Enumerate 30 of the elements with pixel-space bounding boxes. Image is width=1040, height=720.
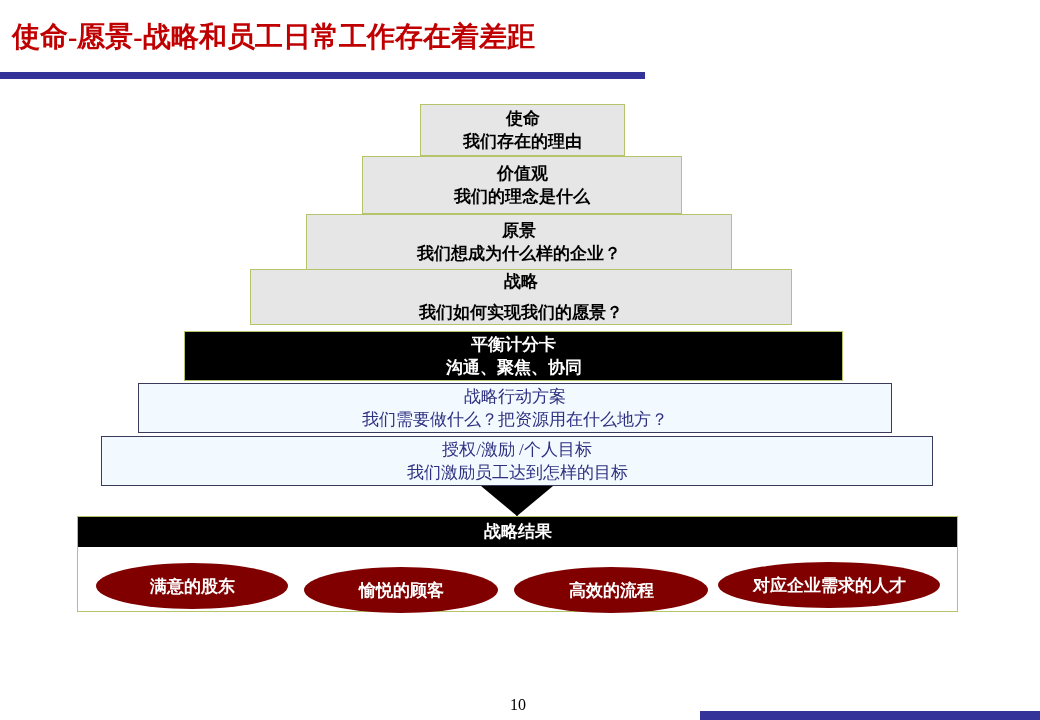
oval-node: 对应企业需求的人才 <box>718 562 940 608</box>
level-heading: 战略行动方案 <box>464 386 566 408</box>
page-number: 10 <box>509 696 527 714</box>
oval-node: 高效的流程 <box>514 567 708 613</box>
slide-title: 使命-愿景-战略和员工日常工作存在着差距 <box>12 20 535 54</box>
level-heading: 授权/激励 /个人目标 <box>442 439 592 461</box>
level-text: 我们的理念是什么 <box>454 186 590 208</box>
level-heading: 原景 <box>502 220 536 242</box>
pyramid-level <box>420 104 625 156</box>
level-heading: 平衡计分卡 <box>471 334 556 356</box>
level-heading: 战略 <box>504 271 538 293</box>
level-heading: 价值观 <box>496 163 548 185</box>
level-text: 我们如何实现我们的愿景？ <box>419 302 623 324</box>
pyramid-level <box>138 383 892 433</box>
pyramid-level <box>184 331 843 381</box>
level-heading: 使命 <box>505 108 540 130</box>
oval-node: 满意的股东 <box>96 563 288 609</box>
pyramid-level <box>101 436 933 486</box>
panel-header: 战略结果 <box>78 517 957 547</box>
level-text: 我们需要做什么？把资源用在什么地方？ <box>362 409 668 431</box>
level-text: 我们想成为什么样的企业？ <box>417 243 621 265</box>
pyramid-level <box>362 156 682 214</box>
level-text: 我们存在的理由 <box>463 131 582 153</box>
pyramid-level <box>306 214 732 270</box>
level-text: 沟通、聚焦、协同 <box>445 357 582 379</box>
arrow <box>481 485 553 517</box>
results-panel <box>77 516 958 612</box>
level-text: 我们激励员工达到怎样的目标 <box>406 462 628 484</box>
oval-node: 愉悦的顾客 <box>304 567 498 613</box>
pyramid-level <box>250 269 792 325</box>
